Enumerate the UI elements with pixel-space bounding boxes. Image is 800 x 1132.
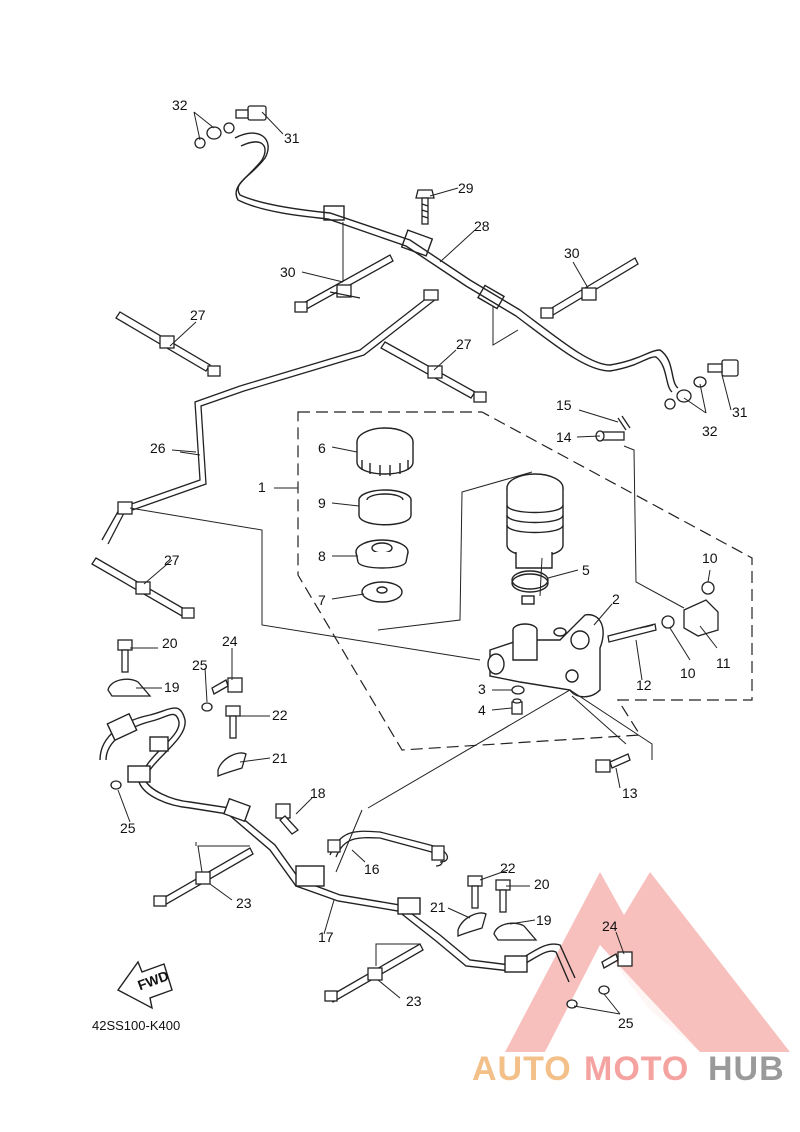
part-label: 4 xyxy=(478,702,486,718)
washer-25-upper xyxy=(201,702,213,712)
part-label: 24 xyxy=(602,918,618,934)
part-label: 14 xyxy=(556,429,572,445)
part-label: 12 xyxy=(636,677,652,693)
part-label: 31 xyxy=(284,130,300,146)
part-label: 20 xyxy=(162,635,178,651)
part-label: 15 xyxy=(556,397,572,413)
part-label: 22 xyxy=(272,707,288,723)
watermark-triangle xyxy=(505,872,790,1052)
part-label: 9 xyxy=(318,495,326,511)
assembly-outline xyxy=(297,411,753,751)
cable-tie-23-left xyxy=(153,847,254,907)
bolt-24-lower xyxy=(601,951,633,969)
part-label: 27 xyxy=(190,307,206,323)
bolt-20-upper xyxy=(117,639,133,673)
part-label: 23 xyxy=(406,993,422,1009)
cable-tie-27-lower xyxy=(91,557,195,619)
part-label: 13 xyxy=(622,785,638,801)
part-labels: 1 2 3 4 5 6 7 8 9 10 10 11 12 13 14 15 1… xyxy=(120,97,748,1031)
part-label: 7 xyxy=(318,592,326,608)
part-label: 17 xyxy=(318,929,334,945)
bleeder-4 xyxy=(511,698,523,715)
bracket-21-upper xyxy=(217,752,247,777)
bolt-22-lower xyxy=(467,875,483,909)
part-label: 30 xyxy=(564,245,580,261)
part-label: 27 xyxy=(456,336,472,352)
hose-clamp-5 xyxy=(511,570,549,593)
part-label: 1 xyxy=(258,479,266,495)
part-label: 20 xyxy=(534,876,550,892)
part-label: 32 xyxy=(702,423,718,439)
part-label: 18 xyxy=(310,785,326,801)
reservoir-cap-6 xyxy=(356,427,414,476)
part-label: 25 xyxy=(618,1015,634,1031)
brake-pipe-16 xyxy=(327,830,449,867)
cable-tie-23-right xyxy=(324,943,424,1003)
watermark-part-moto: MOTO xyxy=(584,1050,689,1088)
push-rod-12 xyxy=(607,615,675,643)
master-cylinder-2 xyxy=(487,595,604,698)
cable-tie-30-right xyxy=(540,257,639,319)
cotter-pin-15 xyxy=(617,415,631,431)
part-label: 24 xyxy=(222,633,238,649)
bracket-19-upper xyxy=(107,678,152,697)
diaphragm-9 xyxy=(358,489,412,526)
part-label: 25 xyxy=(120,820,136,836)
cable-tie-30-left xyxy=(294,254,394,313)
bolt-24-upper xyxy=(211,677,243,695)
watermark-part-hub: HUB xyxy=(708,1050,785,1088)
part-label: 2 xyxy=(612,591,620,607)
gasket-3 xyxy=(511,685,525,695)
part-label: 27 xyxy=(164,552,180,568)
leader-lines xyxy=(117,111,732,1015)
part-label: 3 xyxy=(478,681,486,697)
cable-tie-27-middle xyxy=(380,341,487,403)
bolt-22-upper xyxy=(225,705,241,739)
part-label: 21 xyxy=(272,750,288,766)
bracket-19-lower xyxy=(493,922,538,941)
part-label: 25 xyxy=(192,657,208,673)
part-label: 31 xyxy=(732,404,748,420)
part-label: 21 xyxy=(430,899,446,915)
part-label: 26 xyxy=(150,440,166,456)
part-label: 6 xyxy=(318,440,326,456)
part-label: 32 xyxy=(172,97,188,113)
part-label: 11 xyxy=(716,655,731,671)
clevis-pin-14 xyxy=(595,430,625,442)
clevis-11 xyxy=(683,581,719,637)
part-label: 10 xyxy=(702,550,718,566)
part-label: 16 xyxy=(364,861,380,877)
part-label: 19 xyxy=(536,912,552,928)
reservoir-tank xyxy=(506,473,564,569)
upper-brake-hose xyxy=(234,132,679,393)
part-label: 22 xyxy=(500,860,516,876)
bolt-18 xyxy=(275,803,299,835)
part-label: 30 xyxy=(280,264,296,280)
bolt-13 xyxy=(595,753,631,773)
plate-7 xyxy=(361,581,403,603)
diaphragm-holder-8 xyxy=(355,539,409,569)
part-label: 29 xyxy=(458,180,474,196)
watermark-logo: AUTO MOTO HUB xyxy=(472,1050,785,1088)
washer-25-lower-left xyxy=(110,780,122,790)
fwd-arrow-icon xyxy=(116,960,173,1010)
bolt-20-lower xyxy=(495,879,511,913)
part-label: 8 xyxy=(318,548,326,564)
part-label: 19 xyxy=(164,679,180,695)
bolt-29 xyxy=(415,189,435,225)
part-label: 5 xyxy=(582,562,590,578)
bolt-31-lower xyxy=(664,359,739,410)
part-label: 10 xyxy=(680,665,696,681)
bracket-21-lower xyxy=(457,912,487,937)
watermark-part-auto: AUTO xyxy=(472,1050,572,1088)
brake-pipe-26 xyxy=(101,289,439,545)
diagram-code: 42SS100-K400 xyxy=(92,1018,180,1033)
lower-brake-hose-17 xyxy=(99,707,576,983)
part-label: 23 xyxy=(236,895,252,911)
part-label: 28 xyxy=(474,218,490,234)
